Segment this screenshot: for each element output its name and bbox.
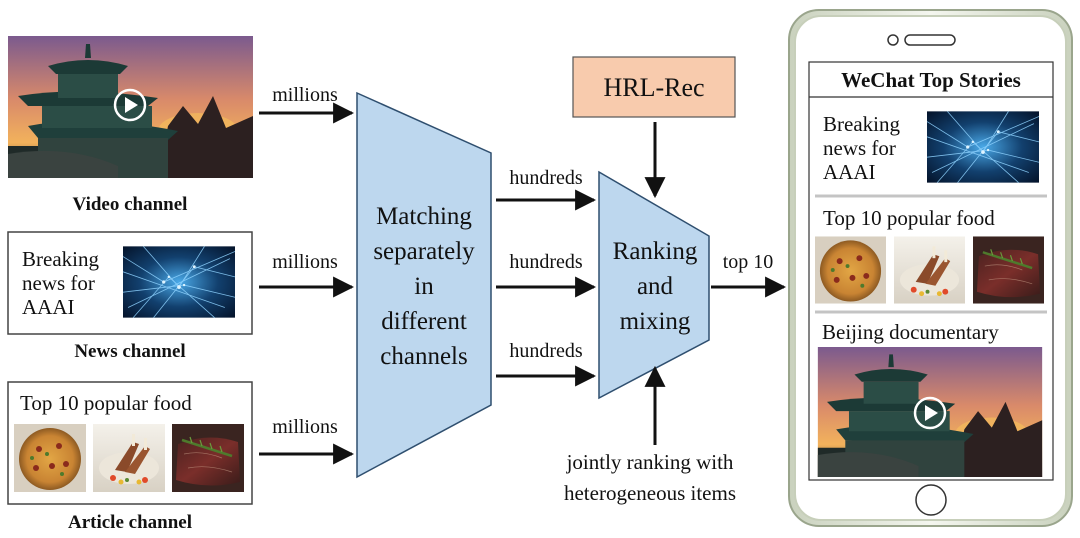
- network-photo: [123, 246, 235, 318]
- story-documentary[interactable]: Beijing documentary: [817, 320, 1043, 477]
- pizza-photo: [14, 424, 86, 492]
- video-channel-label: Video channel: [73, 194, 188, 215]
- app-title: WeChat Top Stories: [841, 68, 1021, 92]
- hundreds-label-2: hundreds: [509, 251, 583, 273]
- steak-photo: [172, 424, 244, 492]
- matching-line-5: channels: [380, 343, 467, 370]
- news-card-line-2: news for: [22, 271, 95, 295]
- ranking-line-1: Ranking: [613, 238, 698, 265]
- matching-line-2: separately: [373, 238, 475, 265]
- news-channel-label: News channel: [74, 341, 185, 362]
- story-play-icon[interactable]: [913, 396, 947, 430]
- story-news[interactable]: Breaking news for AAAI: [823, 110, 1039, 184]
- story-network-photo: [927, 110, 1039, 184]
- story-pizza-photo: [815, 236, 886, 304]
- ranking-stage: Ranking and mixing: [598, 170, 710, 400]
- article-card-title: Top 10 popular food: [20, 391, 192, 415]
- news-card: Breaking news for AAAI: [7, 231, 253, 335]
- news-millions-label: millions: [272, 251, 338, 273]
- hundreds-label-1: hundreds: [509, 167, 583, 189]
- hrl-rec-box: HRL-Rec: [572, 56, 736, 118]
- story-news-line-1: Breaking: [823, 112, 900, 136]
- story-news-line-3: AAAI: [823, 160, 876, 184]
- article-millions-label: millions: [272, 416, 338, 438]
- joint-line-1: jointly ranking with: [566, 450, 734, 474]
- home-button[interactable]: [915, 484, 947, 516]
- story-doc-title: Beijing documentary: [822, 320, 999, 344]
- article-channel-label: Article channel: [68, 512, 192, 533]
- matching-line-3: in: [414, 273, 434, 300]
- video-thumbnail: [8, 36, 253, 178]
- news-card-line-1: Breaking: [22, 247, 99, 271]
- phone-mockup: WeChat Top Stories Breaking news for AAA…: [788, 9, 1073, 527]
- speaker-icon: [904, 34, 956, 46]
- matching-line-4: different: [381, 308, 467, 335]
- top10-label: top 10: [723, 251, 774, 273]
- story-news-line-2: news for: [823, 136, 896, 160]
- story-lamb-photo: [894, 236, 965, 304]
- matching-line-1: Matching: [376, 203, 472, 230]
- story-steak-photo: [973, 236, 1044, 304]
- ranking-line-2: and: [637, 273, 674, 300]
- matching-stage: Matching separately in different channel…: [356, 91, 492, 479]
- video-millions-label: millions: [272, 84, 338, 106]
- hundreds-label-3: hundreds: [509, 340, 583, 362]
- article-card: Top 10 popular food: [7, 381, 253, 505]
- story-food-title: Top 10 popular food: [823, 206, 995, 230]
- news-card-line-3: AAAI: [22, 295, 75, 319]
- play-icon: [113, 88, 147, 122]
- ranking-line-3: mixing: [620, 308, 691, 335]
- story-food[interactable]: Top 10 popular food: [815, 206, 1044, 304]
- hrl-rec-label: HRL-Rec: [603, 73, 704, 102]
- joint-line-2: heterogeneous items: [564, 481, 736, 505]
- lamb-photo: [93, 424, 165, 492]
- camera-icon: [887, 34, 899, 46]
